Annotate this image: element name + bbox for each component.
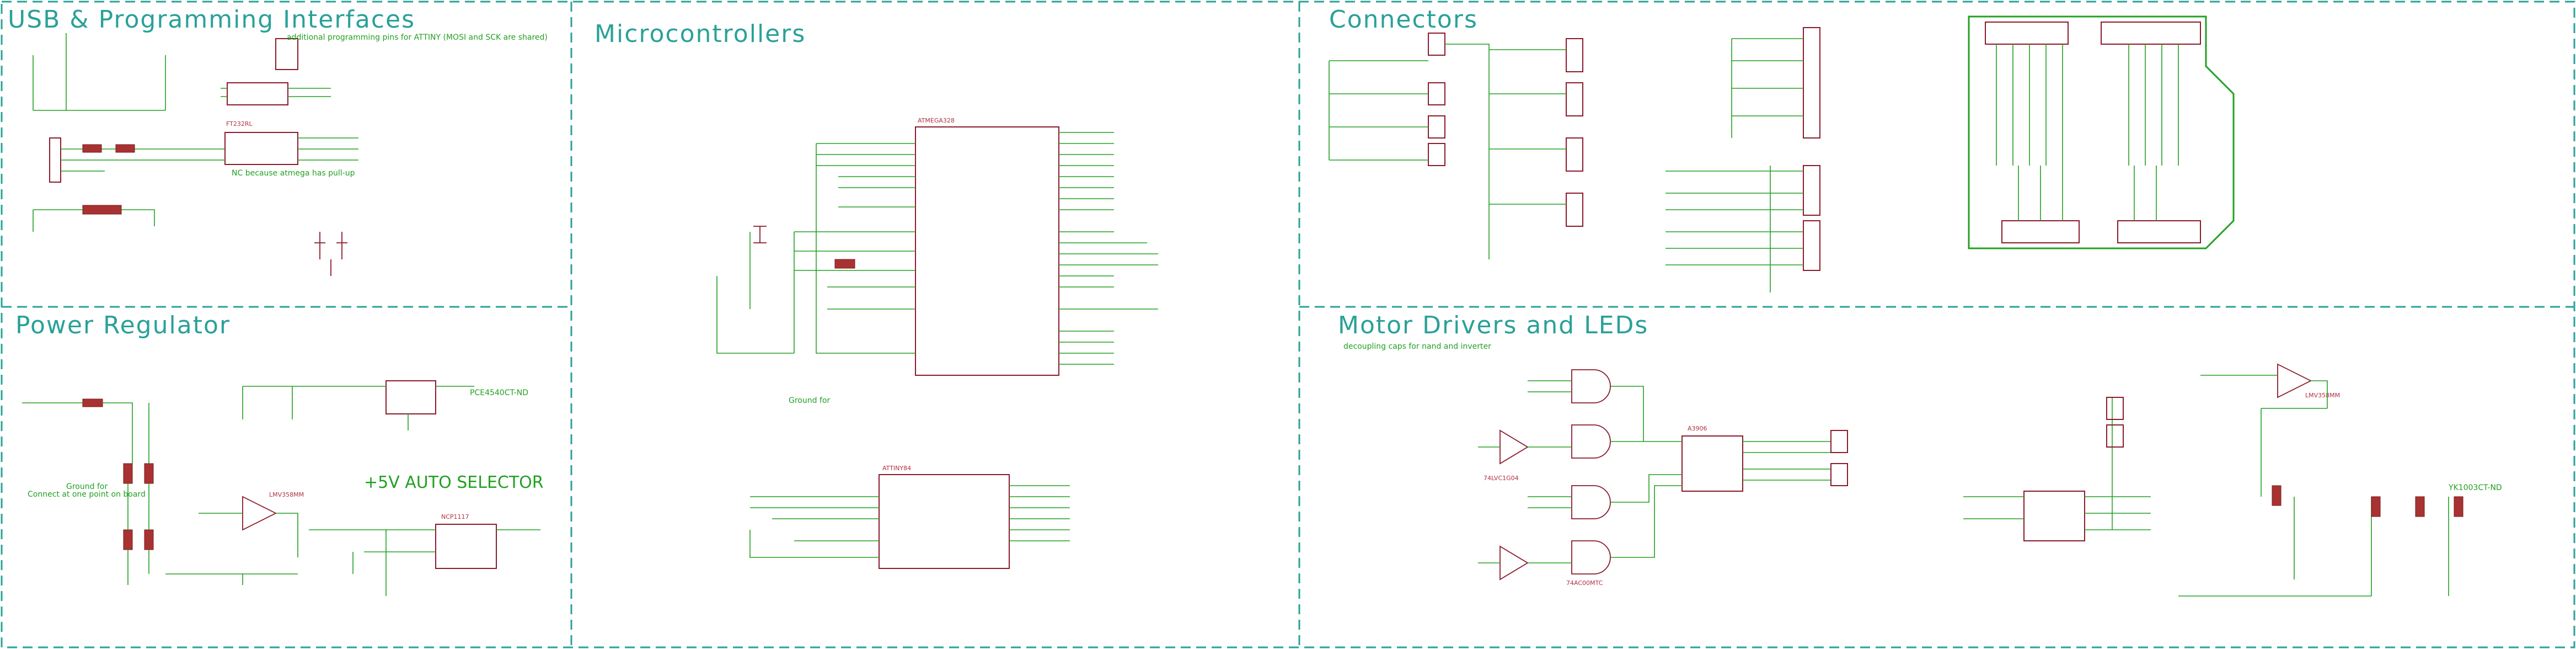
connect-one-point-note: Connect at one point on board (28, 490, 146, 499)
motor-driver-label: A3906 (1688, 425, 1707, 432)
motor-section: decoupling caps for nand and inverter 74… (1343, 342, 2502, 597)
section-title-power: Power Regulator (15, 311, 231, 339)
connectors-section (1329, 15, 2235, 292)
opamp-label-power: LMV358MM (269, 491, 304, 498)
section-title-connectors: Connectors (1329, 6, 1478, 34)
pce-part-label: PCE4540CT-ND (470, 389, 528, 397)
mcu-ground-note: Ground for (789, 396, 830, 405)
atmega-label: ATMEGA328 (918, 117, 955, 124)
section-title-mcu: Microcontrollers (595, 20, 806, 48)
ftdi-label: FT232RL (226, 120, 253, 127)
section-title-motor: Motor Drivers and LEDs (1338, 311, 1648, 339)
inverter-label: 74LVC1G04 (1484, 475, 1519, 482)
nand-label: 74AC00MTC (1566, 579, 1603, 587)
ground-for-note: Ground for (66, 482, 108, 491)
opamp-label-motor: LMV358MM (2305, 392, 2340, 399)
power-section: LMV358MM PCE4540CT-ND +5V AUTO SELECTOR … (22, 380, 544, 596)
attiny-label: ATTINY84 (882, 465, 911, 472)
nc-pullup-note: NC because atmega has pull-up (232, 169, 355, 178)
mcu-section: ATMEGA328 ATTINY84 Ground for (716, 117, 1158, 569)
auto-selector-note: +5V AUTO SELECTOR (364, 473, 544, 492)
regulator-label: NCP1117 (441, 513, 469, 520)
programming-note: additional programming pins for ATTINY (… (287, 33, 548, 42)
decoupling-note: decoupling caps for nand and inverter (1343, 342, 1491, 351)
usb-section: FT232RL additional programming pins for … (33, 33, 548, 276)
section-title-usb: USB & Programming Interfaces (8, 6, 415, 34)
yk-part-label: YK1003CT-ND (2448, 483, 2502, 492)
